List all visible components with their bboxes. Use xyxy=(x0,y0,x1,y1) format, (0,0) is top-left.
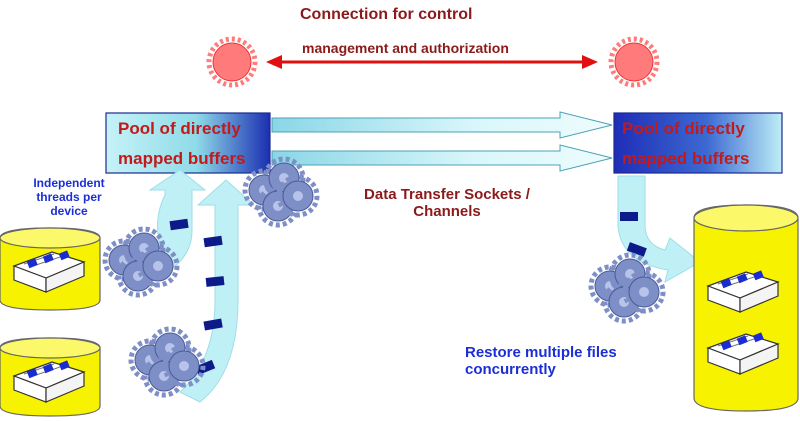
pool-right-line1: Pool of directly xyxy=(622,119,745,138)
flow-markers xyxy=(169,212,647,376)
transfer-pipe xyxy=(271,144,613,172)
threads-label-line2: threads per xyxy=(36,189,102,204)
restore-label-line2: concurrently xyxy=(465,361,556,379)
threads-label: Independent threads per device xyxy=(10,176,128,218)
control-label-line2: management and authorization xyxy=(302,40,509,56)
restore-label: Restore multiple files concurrently xyxy=(465,344,617,379)
transfer-label: Data Transfer Sockets / Channels xyxy=(322,186,572,221)
threads-label-line3: device xyxy=(50,203,88,218)
pool-right-box xyxy=(613,112,783,174)
control-label-line1: Connection for control xyxy=(300,6,473,23)
transfer-label-line1: Data Transfer Sockets / xyxy=(364,186,530,203)
threads-label-line1: Independent xyxy=(33,176,105,190)
starburst-icon xyxy=(608,36,660,88)
starburst-icon xyxy=(206,36,258,88)
gear-icon xyxy=(131,329,203,395)
pool-left-box xyxy=(105,112,271,174)
pool-right-line2: mapped buffers xyxy=(622,149,750,168)
transfer-label-line2: Channels xyxy=(413,203,481,221)
control-connection-arrow xyxy=(266,55,598,69)
transfer-pipe xyxy=(271,111,613,139)
pool-left-line1: Pool of directly xyxy=(118,119,241,138)
pool-left-line2: mapped buffers xyxy=(118,149,246,168)
restore-label-line1: Restore multiple files xyxy=(465,344,617,361)
